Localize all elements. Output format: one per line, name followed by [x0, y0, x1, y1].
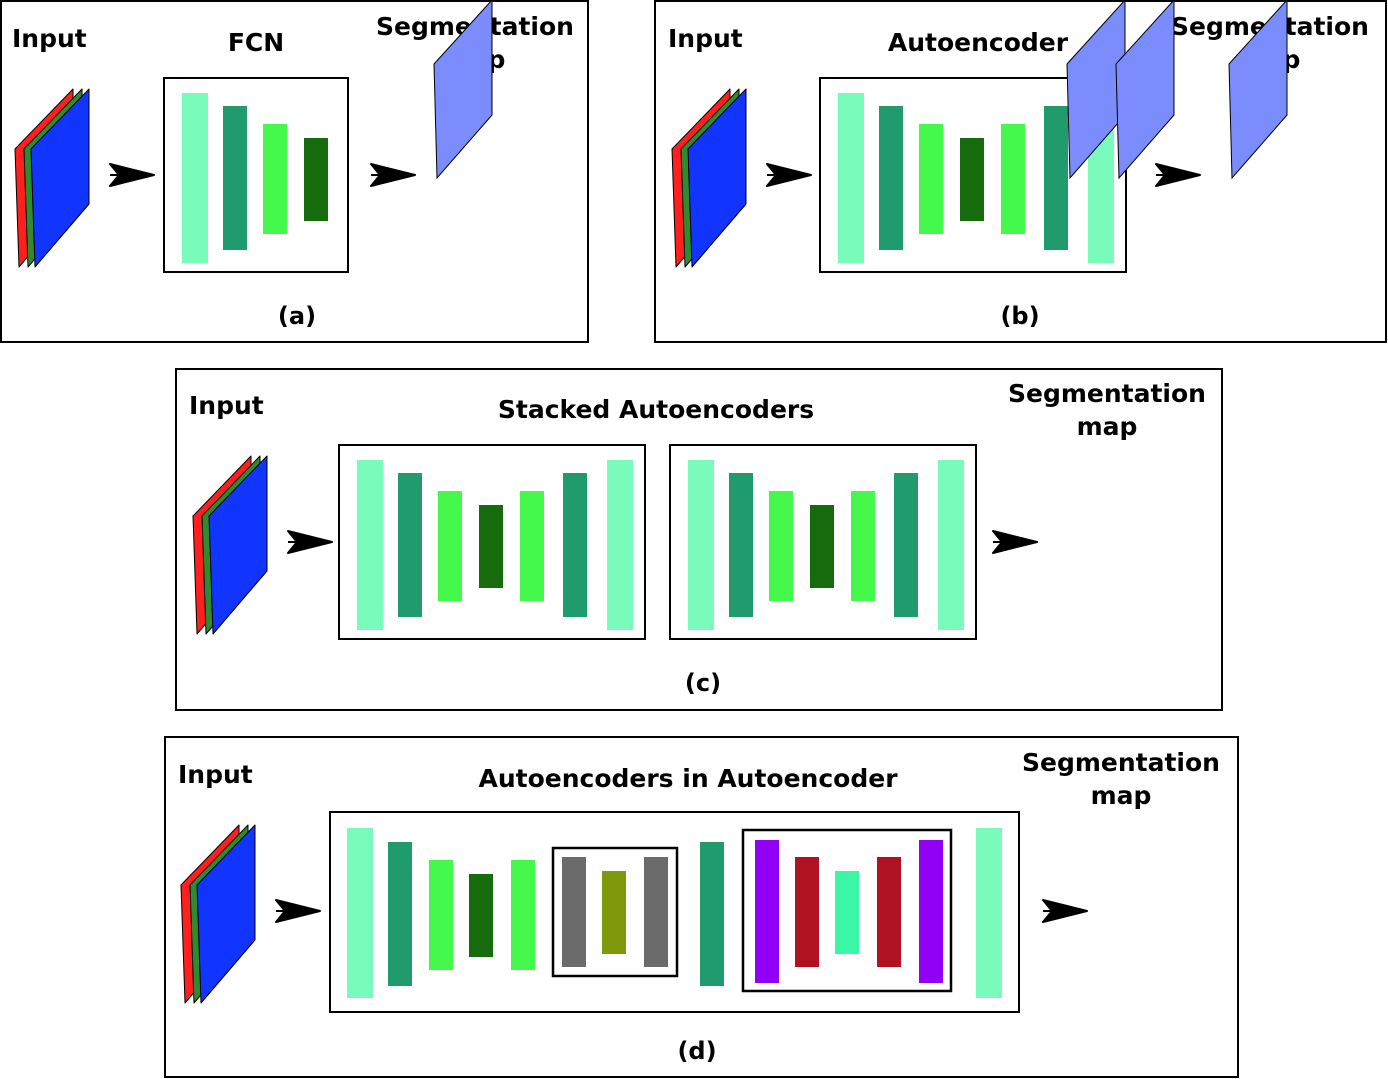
layer-block: [479, 505, 503, 588]
layer-block: [438, 491, 462, 601]
segmentation-map-plane: [1228, 0, 1288, 180]
arrow-icon: [766, 163, 812, 187]
layer-block: [182, 93, 208, 263]
layer-block: [429, 860, 453, 970]
layer-block: [563, 473, 587, 617]
layer-block: [938, 460, 964, 630]
input-image-stack: [14, 88, 90, 268]
layer-block: [398, 473, 422, 617]
model-title: FCN: [228, 28, 284, 57]
output-label-line1: Segmentation: [1008, 379, 1206, 408]
layer-block: [960, 138, 984, 221]
layer-block: [877, 857, 901, 967]
input-blue-channel: [208, 455, 268, 635]
outer-autoencoder-box: [329, 811, 1020, 1013]
layer-block: [602, 871, 626, 954]
inner-autoencoder-box-1: [551, 846, 679, 978]
layer-block: [976, 828, 1002, 998]
arrow-icon: [1042, 899, 1088, 923]
layer-block: [919, 124, 943, 234]
layer-block: [644, 857, 668, 967]
input-label: Input: [189, 391, 264, 420]
layer-block: [520, 491, 544, 601]
arrow-icon: [1155, 163, 1201, 187]
panel-caption: (c): [685, 669, 721, 697]
layer-block: [688, 460, 714, 630]
autoencoder-box-2: [669, 444, 977, 640]
panel-caption: (b): [1000, 302, 1039, 330]
layer-block: [511, 860, 535, 970]
layer-block: [879, 106, 903, 250]
input-label: Input: [178, 760, 253, 789]
layer-block: [851, 491, 875, 601]
layer-block: [347, 828, 373, 998]
output-label-line2: map: [1091, 781, 1152, 810]
layer-block: [304, 138, 328, 221]
layer-block: [223, 106, 247, 250]
model-title: Stacked Autoencoders: [498, 395, 814, 424]
model-title: Autoencoders in Autoencoder: [478, 764, 898, 793]
arrow-icon: [287, 530, 333, 554]
segmentation-map-plane: [1115, 0, 1175, 180]
panel-frame: [164, 736, 1239, 1078]
arrow-icon: [370, 163, 416, 187]
layer-block: [1044, 106, 1068, 250]
layer-block: [700, 842, 724, 986]
model-box: [163, 77, 349, 273]
panel-a: InputFCNSegmentationmap(a): [0, 0, 589, 343]
layer-block: [729, 473, 753, 617]
segmentation-map-plane: [433, 0, 493, 180]
input-blue-channel: [687, 88, 747, 268]
layer-block: [810, 505, 834, 588]
output-label-line2: map: [1077, 412, 1138, 441]
inner-autoencoder-box-2: [741, 828, 953, 993]
output-label-line1: Segmentation: [1022, 748, 1220, 777]
layer-block: [919, 840, 943, 983]
panel-b: InputAutoencoderSegmentationmap(b): [654, 0, 1387, 343]
input-blue-channel: [30, 88, 90, 268]
layer-block: [795, 857, 819, 967]
arrow-icon: [275, 899, 321, 923]
layer-block: [469, 874, 493, 957]
layer-block: [894, 473, 918, 617]
autoencoder-box-1: [338, 444, 646, 640]
arrow-icon: [992, 530, 1038, 554]
layer-block: [835, 871, 859, 954]
model-title: Autoencoder: [888, 28, 1069, 57]
model-box: [819, 77, 1127, 273]
input-label: Input: [668, 24, 743, 53]
arrow-icon: [109, 163, 155, 187]
input-image-stack: [180, 824, 256, 1004]
panel-caption: (a): [278, 302, 316, 330]
panel-frame: [175, 368, 1223, 711]
layer-block: [769, 491, 793, 601]
input-label: Input: [12, 24, 87, 53]
layer-block: [357, 460, 383, 630]
layer-block: [388, 842, 412, 986]
input-blue-channel: [196, 824, 256, 1004]
input-image-stack: [671, 88, 747, 268]
panel-frame: [654, 0, 1387, 343]
layer-block: [607, 460, 633, 630]
layer-block: [838, 93, 864, 263]
layer-block: [263, 124, 287, 234]
panel-frame: [0, 0, 589, 343]
layer-block: [1001, 124, 1025, 234]
layer-block: [562, 857, 586, 967]
layer-block: [755, 840, 779, 983]
input-image-stack: [192, 455, 268, 635]
panel-caption: (d): [677, 1037, 716, 1065]
